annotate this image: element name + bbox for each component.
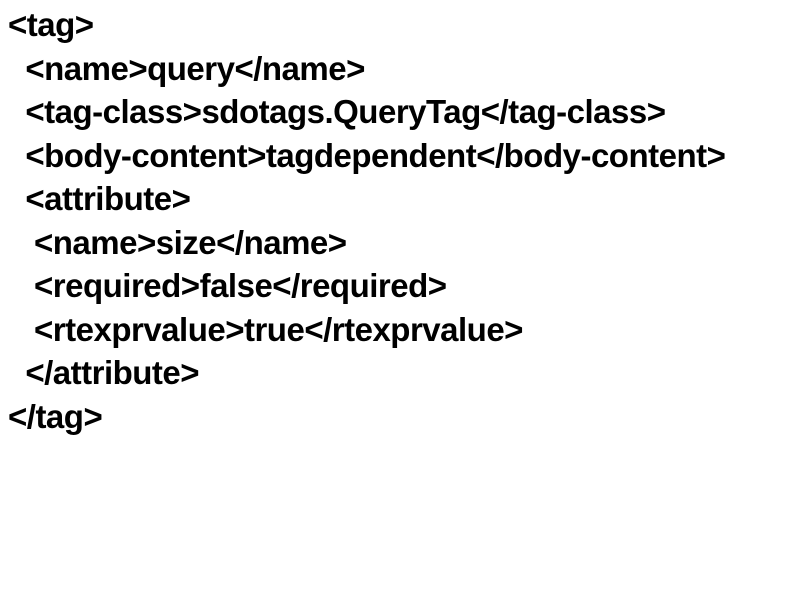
code-line: <tag-class>sdotags.QueryTag</tag-class> (8, 93, 666, 130)
code-line: <body-content>tagdependent</body-content… (8, 136, 726, 174)
code-line: </attribute> (8, 354, 200, 391)
code-line: <rtexprvalue>true</rtexprvalue> (8, 310, 523, 348)
code-line: <required>false</required> (8, 267, 447, 304)
code-line: <tag> (8, 6, 94, 43)
xml-code-block: <tag> <name>query</name> <tag-class>sdot… (8, 3, 800, 438)
code-line: <attribute> (8, 180, 191, 217)
code-line: </tag> (8, 397, 103, 435)
code-line: <name>query</name> (8, 49, 365, 87)
code-line: <name>size</name> (8, 223, 347, 261)
